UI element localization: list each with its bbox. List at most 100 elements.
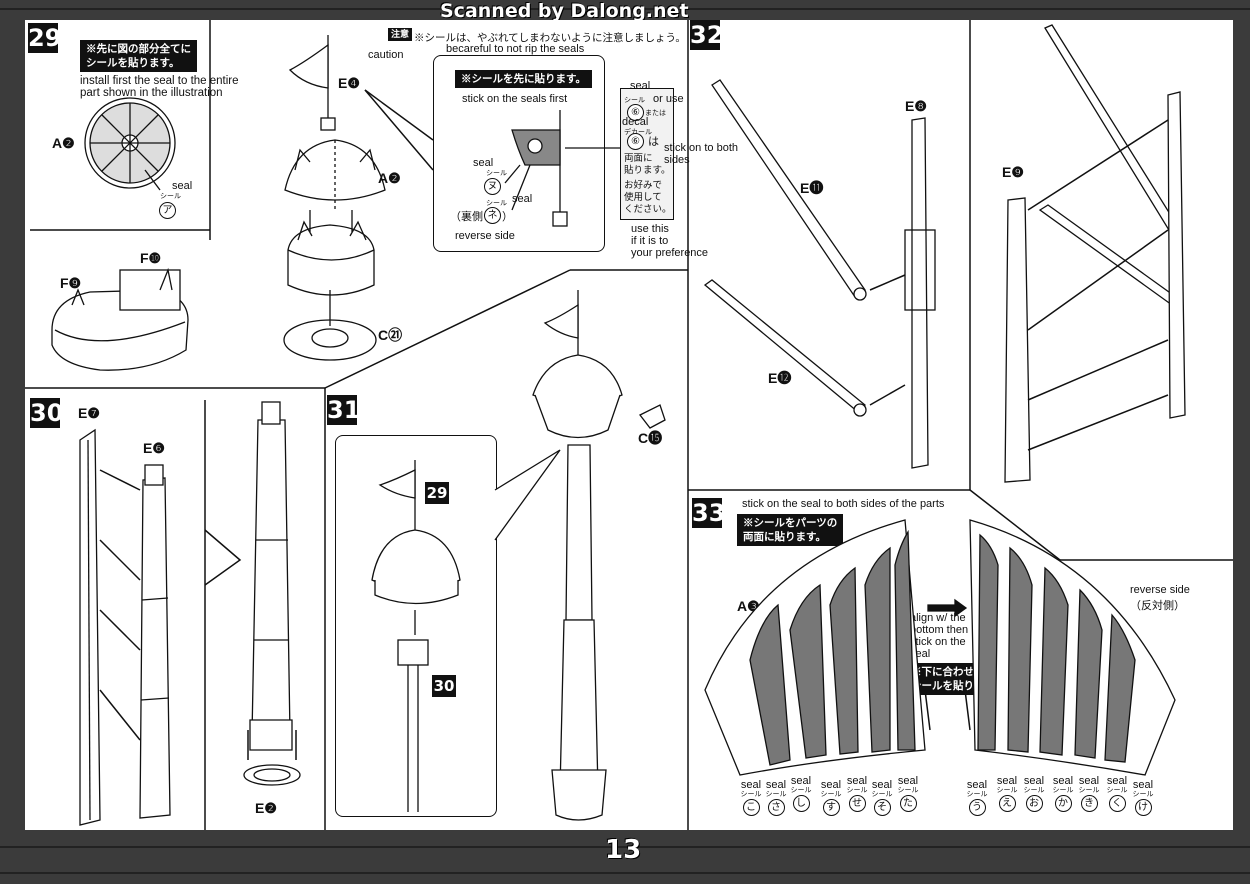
- seal-kana: た: [899, 795, 917, 812]
- seal-kana: せ: [848, 795, 866, 812]
- seal-item: seal シール く: [1106, 775, 1128, 812]
- side-wa: は: [648, 136, 659, 148]
- seal-nu-sub: シール: [486, 170, 507, 177]
- seal-ne-suffix: ）: [502, 211, 513, 223]
- seal-sub: シール: [790, 787, 812, 794]
- bubble-en: stick on the seals first: [462, 93, 568, 105]
- seal-item: seal シール か: [1052, 775, 1074, 812]
- seal-row-right: seal シール う seal シール え seal シール お seal シー…: [966, 775, 1156, 820]
- seal-ne-prefix: （裏側: [450, 211, 483, 223]
- seal-sub: シール: [820, 791, 842, 798]
- seal-en: seal: [790, 775, 812, 787]
- seal-sub: シール: [871, 791, 893, 798]
- ref-step-30: 30: [432, 675, 456, 697]
- side-or-use: or use: [653, 93, 684, 105]
- part-e8: E❽: [905, 98, 927, 114]
- seal-sub: シール: [1106, 787, 1128, 794]
- seal-kana: す: [822, 799, 840, 816]
- side-num-2: ⑥: [627, 133, 644, 150]
- seal-item: seal シール さ: [765, 779, 787, 816]
- part-a2-wheel: A❷: [52, 135, 75, 151]
- step29-jp-note: ※先に図の部分全てに シールを貼ります。: [80, 40, 197, 72]
- step-number-30: 30: [30, 398, 64, 428]
- side-decal: decal: [622, 116, 649, 128]
- seal-sub: シール: [740, 791, 762, 798]
- side-sticker-sub: シール: [624, 97, 645, 104]
- caution-jp: ※シールは、やぶれてしまわないように注意しましょう。: [414, 32, 686, 44]
- part-f9: F❾: [60, 275, 82, 291]
- seal-sub: シール: [1023, 787, 1045, 794]
- seal-sub: シール: [846, 787, 868, 794]
- part-e12: E⓬: [768, 370, 792, 386]
- seal-kana: く: [1108, 795, 1126, 812]
- seal-ne-kana: ネ: [484, 207, 501, 224]
- seal-a-en: seal: [172, 180, 193, 192]
- seal-item: seal シール え: [996, 775, 1018, 812]
- seal-kana: き: [1080, 795, 1098, 812]
- side-pref-jp: お好みで 使用して ください。: [624, 180, 672, 215]
- seal-kana: お: [1025, 795, 1043, 812]
- caution-desc: becareful to not rip the seals: [446, 43, 585, 55]
- part-e4: E❹: [338, 75, 360, 91]
- side-num-1: ⑥: [627, 104, 644, 121]
- scan-watermark: Scanned by Dalong.net: [440, 0, 689, 22]
- ref-step-29: 29: [425, 482, 449, 504]
- seal-a-kana: ア: [159, 202, 176, 219]
- reverse-side-en: reverse side: [1130, 584, 1190, 596]
- seal-item: seal シール し: [790, 775, 812, 812]
- seal-sub: シール: [996, 787, 1018, 794]
- side-mata: または: [645, 110, 666, 117]
- seal-kana: け: [1134, 799, 1152, 816]
- seal-en: seal: [820, 779, 842, 791]
- caution-badge: 注意: [388, 28, 413, 41]
- step-number-31: 31: [327, 395, 361, 425]
- seal-en: seal: [871, 779, 893, 791]
- plank-seam: [0, 846, 1250, 848]
- side-both-jp: 両面に 貼ります。: [624, 153, 671, 176]
- seal-en: seal: [740, 779, 762, 791]
- seal-ne-sub: シール: [486, 200, 507, 207]
- seal-en: seal: [1106, 775, 1128, 787]
- step33-jp-note: ※シールをパーツの 両面に貼ります。: [737, 514, 844, 546]
- seal-en: seal: [765, 779, 787, 791]
- step-number-33: 33: [692, 498, 726, 528]
- part-e9: E❾: [1002, 164, 1024, 180]
- seal-kana: そ: [873, 799, 891, 816]
- plank-seam: [0, 872, 1250, 874]
- reverse-side-label: reverse side: [455, 230, 515, 242]
- seal-item: seal シール た: [897, 775, 919, 812]
- seal-item: seal シール け: [1132, 779, 1154, 816]
- seal-kana: し: [792, 795, 810, 812]
- seal-sub: シール: [1078, 787, 1100, 794]
- seal-kana: こ: [742, 799, 760, 816]
- part-e11: E⓫: [800, 180, 824, 196]
- part-e7: E❼: [78, 405, 100, 421]
- seal-item: seal シール す: [820, 779, 842, 816]
- seal-en: seal: [1023, 775, 1045, 787]
- seal-sub: シール: [1132, 791, 1154, 798]
- part-a2-dome: A❷: [378, 170, 401, 186]
- page-number: 13: [605, 835, 642, 865]
- side-decal-sub: デカール: [624, 127, 652, 139]
- seal-kana: え: [998, 795, 1016, 812]
- seal-item: seal シール う: [966, 779, 988, 816]
- side-both-en: stick on to both sides: [664, 142, 738, 166]
- side-pref-en: use this if it is to your preference: [631, 223, 709, 259]
- seal-kana: か: [1054, 795, 1072, 812]
- part-c21: C㉑: [378, 327, 403, 343]
- step31-callout: [335, 435, 497, 817]
- plank-seam: [0, 8, 1250, 10]
- seal-item: seal シール こ: [740, 779, 762, 816]
- step-number-29: 29: [28, 23, 62, 53]
- seal-ne-en: seal: [512, 193, 533, 205]
- seal-item: seal シール お: [1023, 775, 1045, 812]
- step29-en-note: install first the seal to the entire par…: [80, 75, 239, 99]
- part-f10: F❿: [140, 250, 162, 266]
- seal-item: seal シール せ: [846, 775, 868, 812]
